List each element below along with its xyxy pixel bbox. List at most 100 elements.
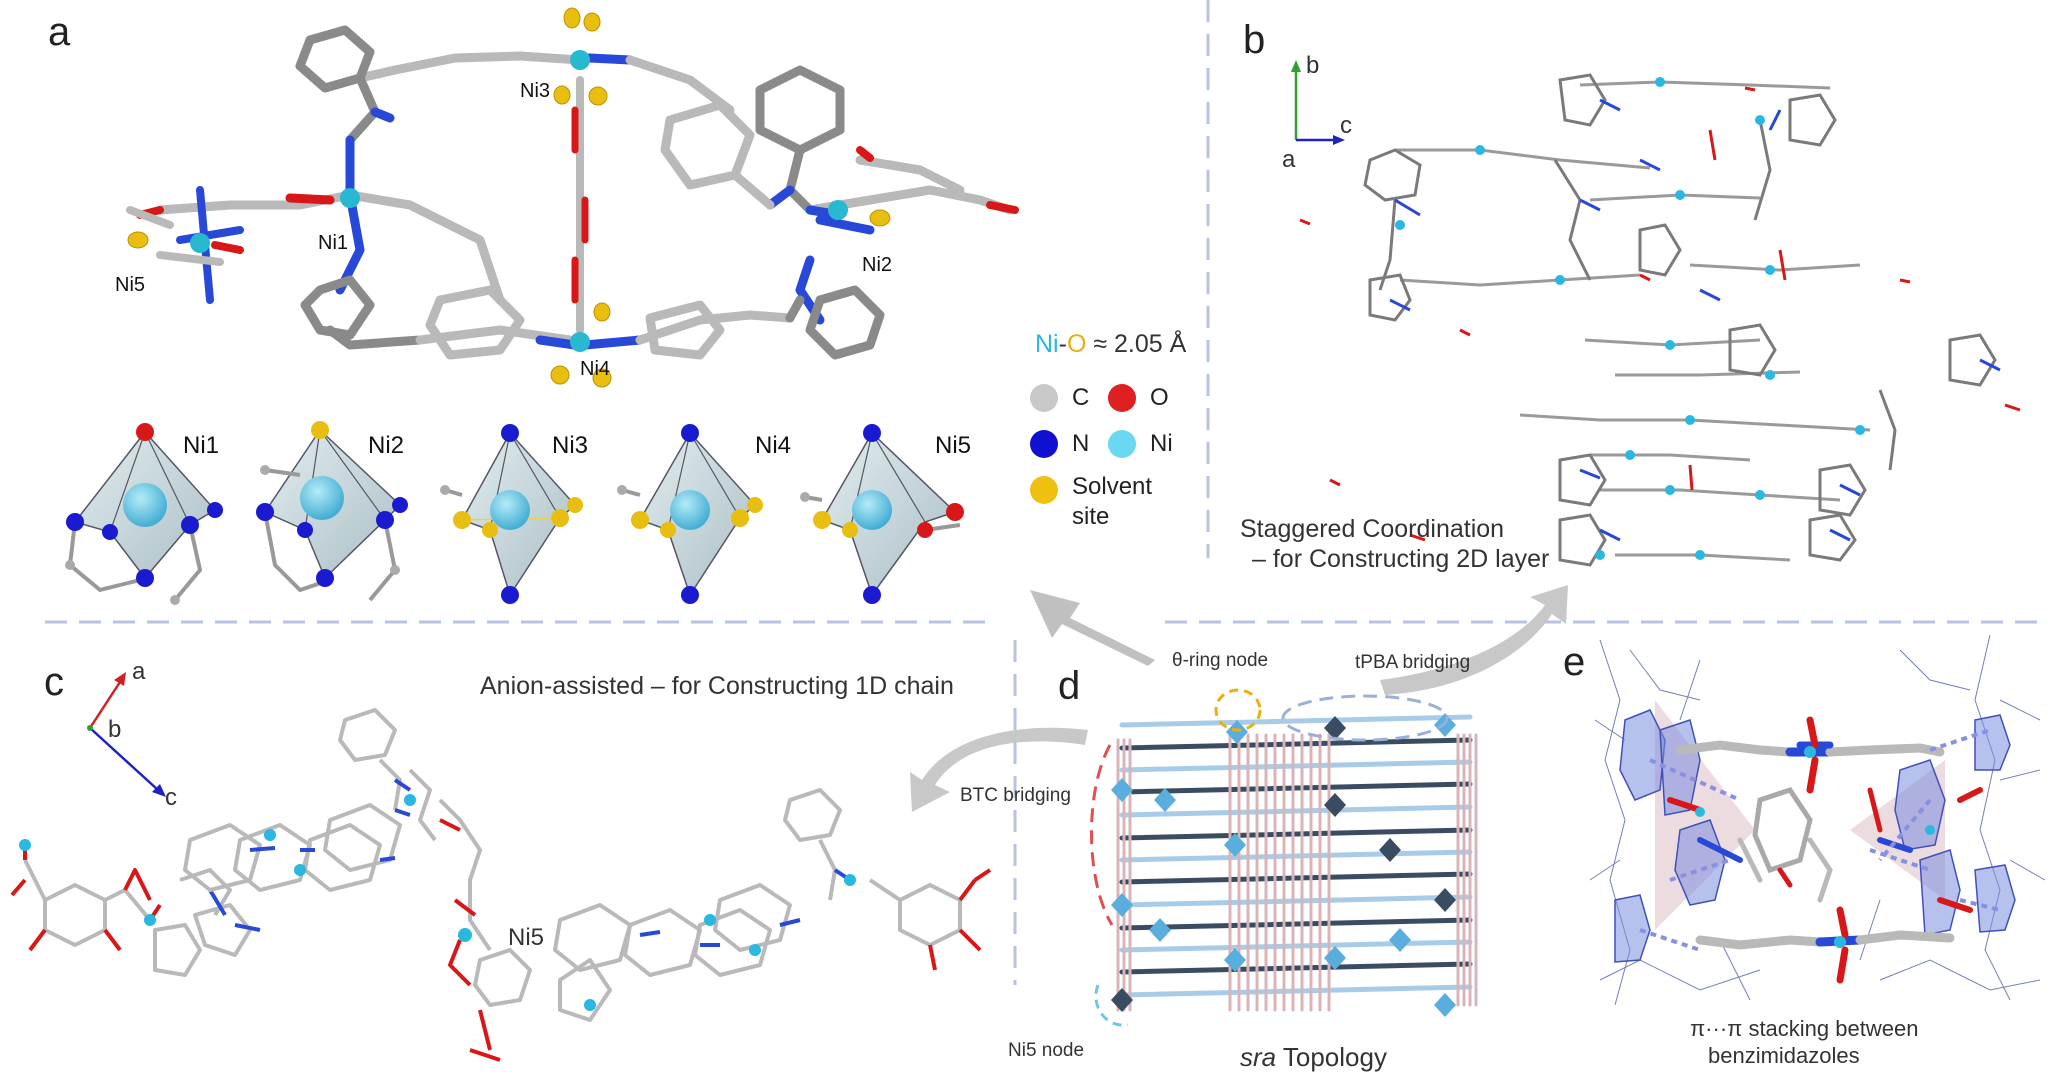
panel-b-caption-line2: – for Constructing 2D layer <box>1252 545 1550 573</box>
theta-ring-node-marker <box>1214 688 1262 732</box>
atom-label-ni4: Ni4 <box>580 358 611 380</box>
legend-solvent: Solvent site <box>1030 473 1172 532</box>
tpba-bridging-label: tPBA bridging <box>1355 652 1471 673</box>
axis-label-c-c: c <box>165 784 177 811</box>
bond-note-value: ≈ 2.05 Å <box>1086 330 1187 358</box>
topology-node <box>1111 778 1133 802</box>
polyhedron-label-ni3: Ni3 <box>552 432 589 459</box>
topology-rod-horizontal <box>1119 849 1473 863</box>
btc-bridging-marker <box>1090 744 1114 926</box>
topology-rod-horizontal <box>1119 984 1473 998</box>
topology-node <box>1434 993 1456 1017</box>
btc-bridging-label: BTC bridging <box>960 785 1071 806</box>
axis-label-a-c: a <box>132 658 146 685</box>
legend-nitrogen: N <box>1030 430 1089 458</box>
ni5-node-marker <box>1094 984 1129 1027</box>
bond-note-o: O <box>1066 330 1087 358</box>
panel-letter-d: d <box>1058 664 1081 708</box>
topology-node <box>1389 928 1411 952</box>
topology-rod-horizontal <box>1119 917 1473 931</box>
topology-caption: sra Topology <box>1240 1042 1387 1073</box>
topology-rod-horizontal <box>1119 714 1473 728</box>
polyhedron-ni3 <box>440 424 583 604</box>
legend-dot-nitrogen <box>1030 430 1058 458</box>
atom-label-ni1: Ni1 <box>318 232 349 254</box>
topology-rod-horizontal <box>1119 804 1473 818</box>
topology-node <box>1324 716 1346 740</box>
arrow-to-c <box>910 727 1088 812</box>
topology-node <box>1149 918 1171 942</box>
legend-dot-solvent <box>1030 476 1058 504</box>
polyhedron-label-ni1: Ni1 <box>183 432 220 459</box>
topology-rod-horizontal <box>1119 894 1473 908</box>
legend-nickel: Ni <box>1108 430 1173 458</box>
axis-label-b: b <box>1306 52 1320 79</box>
bond-note-ni: Ni <box>1035 330 1059 358</box>
panel-c-ni5-label: Ni5 <box>508 924 545 951</box>
topology-rod-horizontal <box>1119 781 1473 795</box>
panel-e-caption-line1: π···π stacking between <box>1690 1016 1919 1041</box>
tpba-bridging-marker <box>1281 694 1449 742</box>
polyhedron-ni5 <box>800 424 964 604</box>
legend-dot-nickel <box>1108 430 1136 458</box>
topology-rod-horizontal <box>1119 759 1473 773</box>
panel-letter-b: b <box>1243 18 1266 62</box>
topology-node <box>1379 838 1401 862</box>
axis-label-a: a <box>1282 146 1296 173</box>
theta-ring-node-label: θ-ring node <box>1172 650 1269 671</box>
atom-label-ni3: Ni3 <box>520 80 551 102</box>
arrow-to-b <box>1380 585 1568 695</box>
polyhedron-label-ni5: Ni5 <box>935 432 972 459</box>
polyhedron-label-ni2: Ni2 <box>368 432 405 459</box>
legend-carbon: C <box>1030 384 1089 412</box>
legend-label-nickel: Ni <box>1150 430 1173 457</box>
panel-b-caption-line1: Staggered Coordination <box>1240 515 1505 543</box>
panel-letter-a: a <box>48 10 71 54</box>
topology-node <box>1226 720 1248 744</box>
ni5-node-label: Ni5 node <box>1008 1040 1085 1061</box>
panel-e-caption-line2: benzimidazoles <box>1708 1043 1860 1068</box>
legend-oxygen: O <box>1108 384 1169 412</box>
polyhedron-ni2 <box>256 421 408 602</box>
legend-label-carbon: C <box>1072 384 1090 411</box>
topology-rod-horizontal <box>1119 871 1473 885</box>
axis-label-c: c <box>1340 112 1352 139</box>
topology-rod-horizontal <box>1119 827 1473 841</box>
legend-dot-carbon <box>1030 384 1058 412</box>
polyhedron-ni1 <box>65 423 223 605</box>
legend-label-solvent: Solvent site <box>1072 473 1153 530</box>
topology-node <box>1224 833 1246 857</box>
topology-node <box>1111 988 1133 1012</box>
topology-rod-horizontal <box>1119 939 1473 953</box>
topology-node <box>1324 793 1346 817</box>
topology-node <box>1224 948 1246 972</box>
legend-dot-oxygen <box>1108 384 1136 412</box>
polyhedron-label-ni4: Ni4 <box>755 432 792 459</box>
panel-letter-c: c <box>44 660 64 704</box>
topology-node <box>1434 888 1456 912</box>
topology-caption-sra: sra <box>1240 1042 1277 1072</box>
legend-label-nitrogen: N <box>1072 430 1090 457</box>
topology-caption-rest: Topology <box>1276 1042 1387 1072</box>
topology-rod-horizontal <box>1119 961 1473 975</box>
axis-label-b-c: b <box>108 716 122 743</box>
topology-node <box>1111 893 1133 917</box>
panel-c-caption: Anion-assisted – for Constructing 1D cha… <box>480 672 954 700</box>
arrow-to-a <box>1030 590 1155 666</box>
topology-node <box>1324 946 1346 970</box>
atom-label-ni5: Ni5 <box>115 274 146 296</box>
topology-rod-horizontal <box>1119 737 1473 751</box>
polyhedron-ni4 <box>617 424 763 604</box>
bond-length-note: Ni-O ≈ 2.05 Å <box>1035 330 1187 358</box>
legend-label-oxygen: O <box>1150 384 1169 411</box>
panel-letter-e: e <box>1563 640 1586 684</box>
atom-label-ni2: Ni2 <box>862 254 893 276</box>
